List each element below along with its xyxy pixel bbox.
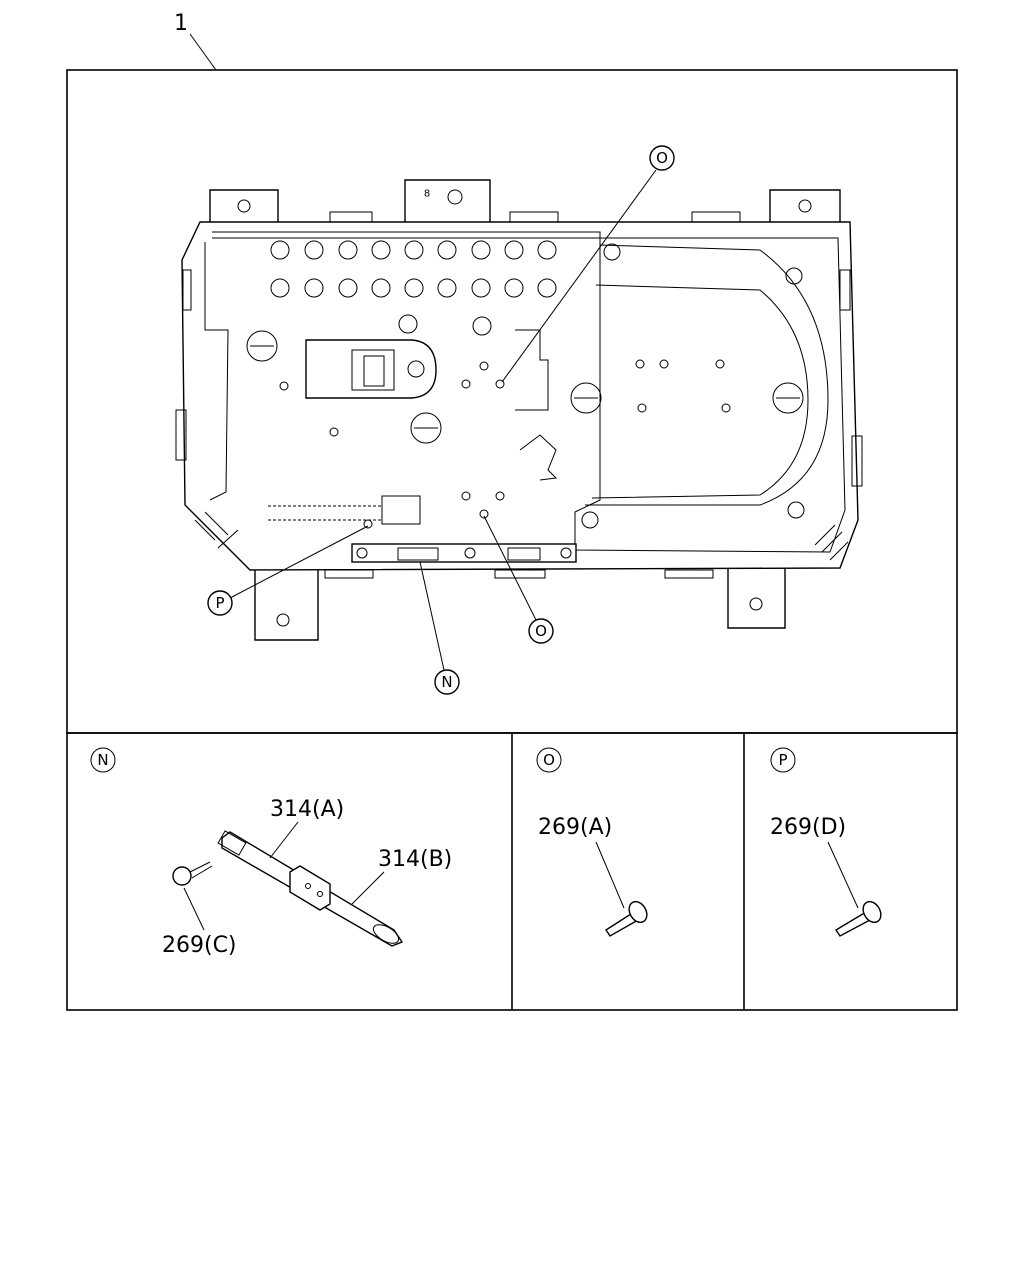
detail-o: O 269(A) [536,747,648,937]
detail-n-letter: N [97,751,108,769]
callout-p: P [207,525,369,616]
detail-n: N 314(A) 314(B) 269(C) [90,747,452,958]
svg-text:8: 8 [424,189,430,200]
instrument-cluster-housing: 8 [175,179,863,641]
callout-o-top: O [501,145,675,383]
detail-p-letter: P [778,751,787,769]
callout-n: N [419,561,460,695]
svg-text:O: O [535,622,547,640]
svg-text:O: O [656,149,668,167]
callout-o-bottom: O [483,515,554,644]
main-part-label: 1 [174,11,188,36]
detail-p: P 269(D) [770,747,882,937]
leader-line [189,33,217,71]
part-label-269d: 269(D) [770,815,846,840]
detail-o-letter: O [543,751,555,769]
part-label-314b: 314(B) [378,847,452,872]
svg-text:N: N [441,673,452,691]
part-label-269c: 269(C) [162,933,237,958]
svg-text:P: P [215,594,224,612]
part-label-314a: 314(A) [270,797,344,822]
part-label-269a: 269(A) [538,815,612,840]
